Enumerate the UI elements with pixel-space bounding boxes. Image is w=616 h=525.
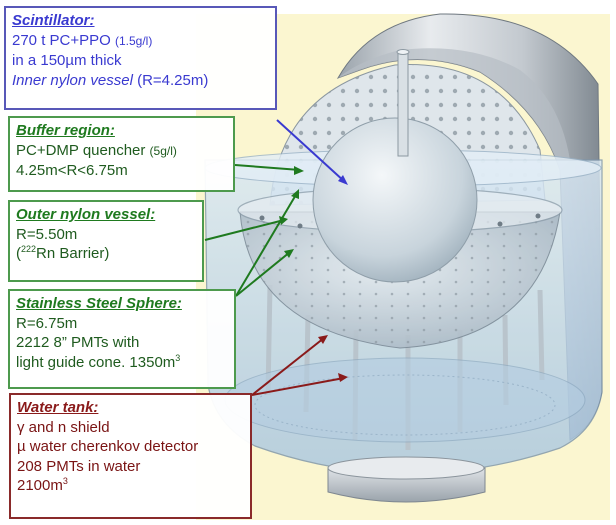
pointer-buffer (234, 164, 301, 171)
top-pipe (397, 51, 409, 157)
pointer-sss-1-head (291, 189, 299, 199)
buffer-region-label-box: Buffer region: PC+DMP quencher (5g/l) 4.… (8, 116, 235, 192)
water-tank-title: Water tank: (17, 399, 99, 416)
buffer-region-title: Buffer region: (16, 122, 115, 139)
water-tank-label-box: Water tank: γ and n shield µ water chere… (9, 393, 252, 519)
steel-sphere-line-2: 2212 8” PMTs with (16, 334, 140, 351)
tank-base-top (327, 456, 485, 480)
pointer-buffer-head (294, 166, 304, 175)
tank-floor-ring (254, 374, 556, 436)
pointer-water-2 (251, 377, 345, 396)
tank-floor (224, 357, 586, 443)
buffer-region-line-1: PC+DMP quencher (5g/l) (16, 141, 177, 159)
pointer-outer-vessel (204, 219, 285, 241)
water-tank-line-1: γ and n shield (17, 418, 110, 436)
scintillator-line-1: 270 t PC+PPO (1.5g/l) (12, 31, 153, 49)
steel-sphere-line-1: R=6.75m (16, 314, 78, 332)
tank-dome-inner-edge (338, 48, 570, 170)
scintillator-line-3: Inner nylon vessel (R=4.25m) (12, 71, 209, 89)
outer-vessel-label-box: Outer nylon vessel: R=5.50m (222Rn Barri… (8, 200, 204, 282)
outer-vessel-line-2: (222Rn Barrier) (16, 244, 110, 263)
top-pipe-cap (396, 49, 410, 55)
outer-vessel-title: Outer nylon vessel: (16, 206, 156, 223)
steel-sphere-label-box: Stainless Steel Sphere: R=6.75m 2212 8” … (8, 289, 236, 389)
pointer-sss-2-head (284, 249, 294, 258)
scintillator-label-box: Scintillator: 270 t PC+PPO (1.5g/l) in a… (4, 6, 277, 110)
pointer-water-1-head (318, 335, 328, 344)
scintillator-line-2: in a 150µm thick (12, 52, 122, 69)
pointer-scintillator (276, 119, 346, 183)
steel-sphere-line-3: light guide cone. 1350m3 (16, 352, 181, 371)
buffer-region-line-2: 4.25m<R<6.75m (16, 162, 128, 179)
pointer-sss-1 (235, 192, 298, 297)
pointer-scintillator-head (338, 175, 348, 185)
outer-vessel-line-1: R=5.50m (16, 225, 78, 243)
water-tank-line-3: 208 PMTs in water (17, 457, 141, 475)
pointer-sss-2 (235, 251, 291, 297)
inner-nylon-vessel (312, 117, 478, 283)
water-tank-line-4: 2100m3 (17, 476, 68, 495)
pointer-water-2-head (338, 373, 348, 382)
pointer-water-1 (251, 337, 325, 396)
scintillator-title: Scintillator: (12, 12, 95, 29)
water-tank-line-2: µ water cherenkov detector (17, 438, 199, 455)
steel-sphere-title: Stainless Steel Sphere: (16, 295, 182, 312)
